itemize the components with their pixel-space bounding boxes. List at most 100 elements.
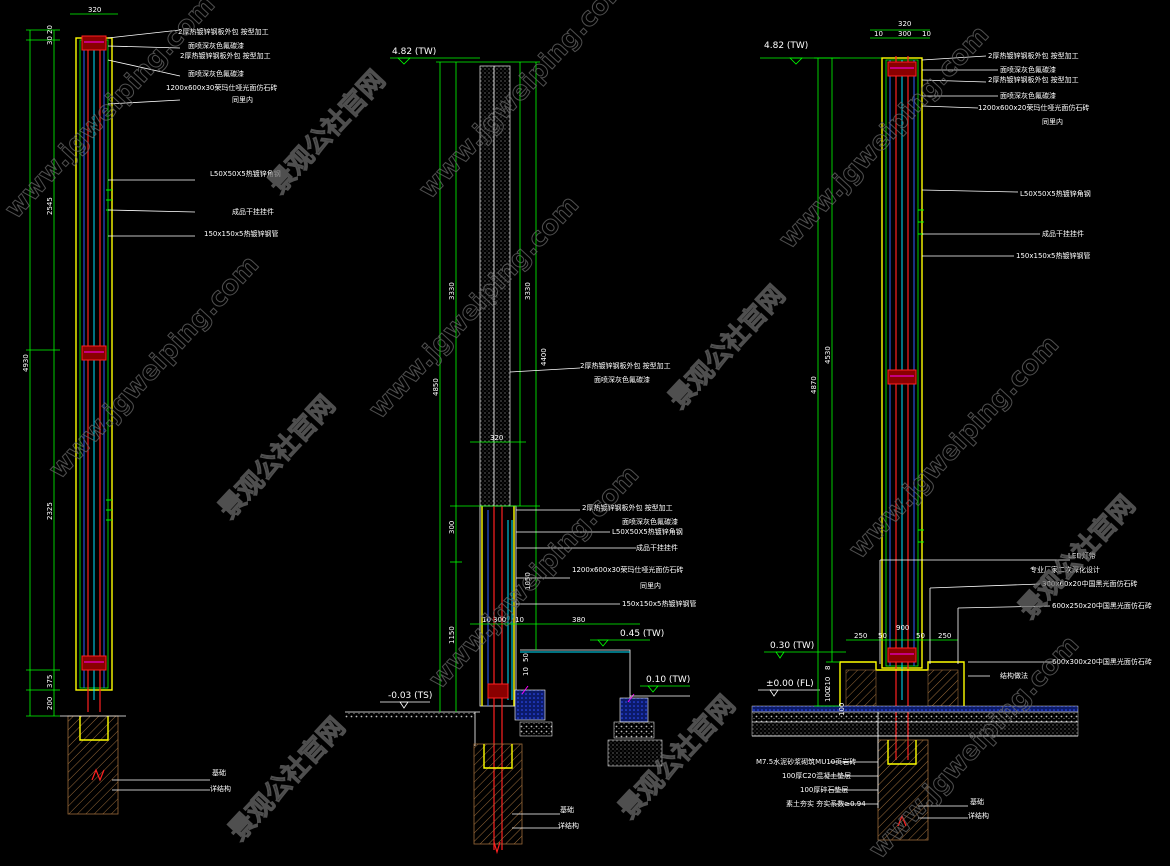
right-label-compacted-soil: 素土夯实 夯实系数≥0.94 (786, 799, 866, 808)
right-foundation-hatch (877, 739, 929, 841)
middle-dim-1050: 1050 (524, 572, 532, 590)
right-bottom-dim-900: 900 (896, 624, 909, 632)
right-level-mid: 0.30 (TW) (770, 641, 814, 651)
right-label-black-stone-300: 300x60x20中国黑光面仿石砖 (1042, 579, 1137, 588)
right-top-dim-10-a: 10 (874, 30, 883, 38)
right-label-hanger: 成品干挂挂件 (1042, 229, 1084, 238)
left-dim-375: 375 (46, 675, 54, 688)
left-label-cladding-1: 2厚热镀锌钢板外包 按型加工 (178, 27, 269, 36)
left-label-see-structure: 详结构 (210, 784, 231, 793)
middle-label-same-inside: 同里内 (640, 581, 661, 590)
right-label-paint-1: 面喷深灰色氟碳漆 (1000, 65, 1056, 74)
middle-dim-3330-b: 3330 (524, 282, 532, 300)
watermark-brand-1: 景观公社官网 (212, 390, 341, 525)
right-column-section: 320 10 300 10 4.82 (TW) (751, 20, 1152, 841)
left-dim-30: 30 (46, 36, 54, 45)
middle-dim-320: 320 (490, 434, 503, 442)
watermark-url-4: www.jgweiping.com (413, 0, 635, 205)
right-label-same-inside: 同里内 (1042, 117, 1063, 126)
middle-label-foundation: 基础 (560, 805, 574, 814)
right-bottom-dim-50-a: 50 (878, 632, 887, 640)
watermark-url-7: www.jgweiping.com (843, 330, 1065, 565)
right-label-see-structure: 详结构 (968, 811, 989, 820)
middle-joint-marker (487, 683, 509, 699)
watermark-layer: www.jgweiping.com www.jgweiping.com 景观公社… (0, 0, 1142, 865)
right-label-foundation: 基础 (970, 797, 984, 806)
middle-dim-10-a: 10 (482, 616, 491, 624)
middle-label-paint-upper: 面喷深灰色氟碳漆 (594, 375, 650, 384)
right-material-callouts: 2厚热镀锌钢板外包 按型加工 面喷深灰色氟碳漆 2厚热镀锌钢板外包 按型加工 面… (756, 51, 1152, 820)
middle-label-cladding-lower: 2厚热镀锌钢板外包 按型加工 (582, 503, 673, 512)
left-material-callouts: 2厚热镀锌钢板外包 按型加工 面喷深灰色氟碳漆 2厚热镀锌钢板外包 按型加工 面… (107, 27, 281, 793)
middle-material-callouts: 2厚热镀锌钢板外包 按型加工 面喷深灰色氟碳漆 2厚热镀锌钢板外包 按型加工 面… (509, 361, 696, 830)
right-level-top: 4.82 (TW) (764, 41, 808, 51)
middle-dim-300: 300 (448, 521, 456, 534)
middle-pool-wall-right (619, 697, 649, 723)
left-label-stone-tile: 1200x600x30荣玛仕哑光面仿石砖 (166, 83, 277, 92)
middle-column-cladding (479, 65, 511, 507)
middle-dim-4400: 4400 (540, 348, 548, 366)
middle-dimension-chain: 3330 3330 4400 4850 300 1150 1050 320 10… (432, 61, 640, 712)
middle-label-steel-pipe: 150x150x5热镀锌钢管 (622, 599, 696, 608)
right-label-led-strip: LED灯带 (1068, 551, 1096, 560)
left-top-width-dim: 320 (88, 6, 101, 14)
right-dim-210: 210 (824, 677, 832, 690)
left-label-steel-pipe: 150x150x5热镀锌钢管 (204, 229, 278, 238)
right-label-angle-steel: L50X50X5热镀锌角钢 (1020, 189, 1091, 198)
left-dim-2545: 2545 (46, 197, 54, 215)
right-top-dim-320: 320 (898, 20, 911, 28)
left-dim-2325: 2325 (46, 502, 54, 520)
left-label-angle-steel: L50X50X5热镀锌角钢 (210, 169, 281, 178)
right-dimension-chain: 4870 4530 8 210 100 100 250 50 900 50 25… (810, 57, 958, 716)
right-top-dim-300: 300 (898, 30, 911, 38)
right-label-steel-pipe: 150x150x5热镀锌钢管 (1016, 251, 1090, 260)
middle-dim-3330-a: 3330 (448, 282, 456, 300)
middle-dim-50: 50 (522, 653, 530, 662)
right-dim-4530: 4530 (824, 346, 832, 364)
left-label-cladding-2: 2厚热镀锌钢板外包 按型加工 (180, 51, 271, 60)
middle-label-hanger: 成品干挂挂件 (636, 543, 678, 552)
right-dim-4870: 4870 (810, 376, 818, 394)
right-dim-100-b: 100 (838, 703, 846, 716)
middle-dim-1150: 1150 (448, 626, 456, 644)
watermark-url-1: www.jgweiping.com (0, 0, 221, 225)
middle-column-section: 4.82 (TW) -0.03 (TS) 0.45 (TW) 0. (345, 47, 696, 855)
middle-dim-4850: 4850 (432, 378, 440, 396)
right-label-concrete-cushion: 100厚C20混凝土垫层 (782, 771, 851, 780)
middle-dim-10-c: 10 (522, 667, 530, 676)
right-level-floor: ±0.00 (FL) (766, 679, 814, 689)
left-foundation-hatch (67, 715, 119, 815)
right-label-cladding-1: 2厚热镀锌钢板外包 按型加工 (988, 51, 1079, 60)
middle-dim-300-b: 300 (493, 616, 506, 624)
left-label-same-inside: 同里内 (232, 95, 253, 104)
right-label-stone-tile: 1200x600x20荣玛仕哑光面仿石砖 (978, 103, 1089, 112)
watermark-brand-2: 景观公社官网 (262, 65, 391, 200)
right-bottom-dim-250-b: 250 (938, 632, 951, 640)
right-concrete-layer (751, 721, 1079, 737)
middle-level-right: 0.10 (TW) (646, 675, 690, 685)
right-bottom-dim-250-a: 250 (854, 632, 867, 640)
middle-level-mid: 0.45 (TW) (620, 629, 664, 639)
middle-label-angle-steel: L50X50X5热镀锌角钢 (612, 527, 683, 536)
middle-paving-left (345, 712, 475, 718)
right-label-black-stone-600x250: 600x250x20中国黑光面仿石砖 (1052, 601, 1152, 610)
middle-label-paint-lower: 面喷深灰色氟碳漆 (622, 517, 678, 526)
right-dim-8: 8 (824, 666, 832, 670)
left-dim-20: 20 (46, 25, 54, 34)
left-label-paint-2: 面喷深灰色氟碳漆 (188, 69, 244, 78)
right-label-structure-method: 结构做法 (1000, 671, 1028, 680)
watermark-url-3: www.jgweiping.com (363, 190, 585, 425)
left-dimension-chain: 20 30 2545 4930 2325 375 200 (22, 25, 60, 717)
right-label-paint-2: 面喷深灰色氟碳漆 (1000, 91, 1056, 100)
middle-label-cladding-upper: 2厚热镀锌钢板外包 按型加工 (580, 361, 671, 370)
middle-dim-10-b: 10 (515, 616, 524, 624)
left-column-section: 320 (22, 6, 281, 815)
watermark-url-5: www.jgweiping.com (423, 460, 645, 695)
left-joint-markers (81, 35, 107, 671)
right-label-black-stone-600x300: 600x300x20中国黑光面仿石砖 (1052, 657, 1152, 666)
watermark-brand-4: 景观公社官网 (662, 280, 791, 415)
middle-level-left: -0.03 (TS) (388, 691, 432, 701)
middle-level-top: 4.82 (TW) (392, 47, 436, 57)
right-bottom-dim-50-b: 50 (916, 632, 925, 640)
